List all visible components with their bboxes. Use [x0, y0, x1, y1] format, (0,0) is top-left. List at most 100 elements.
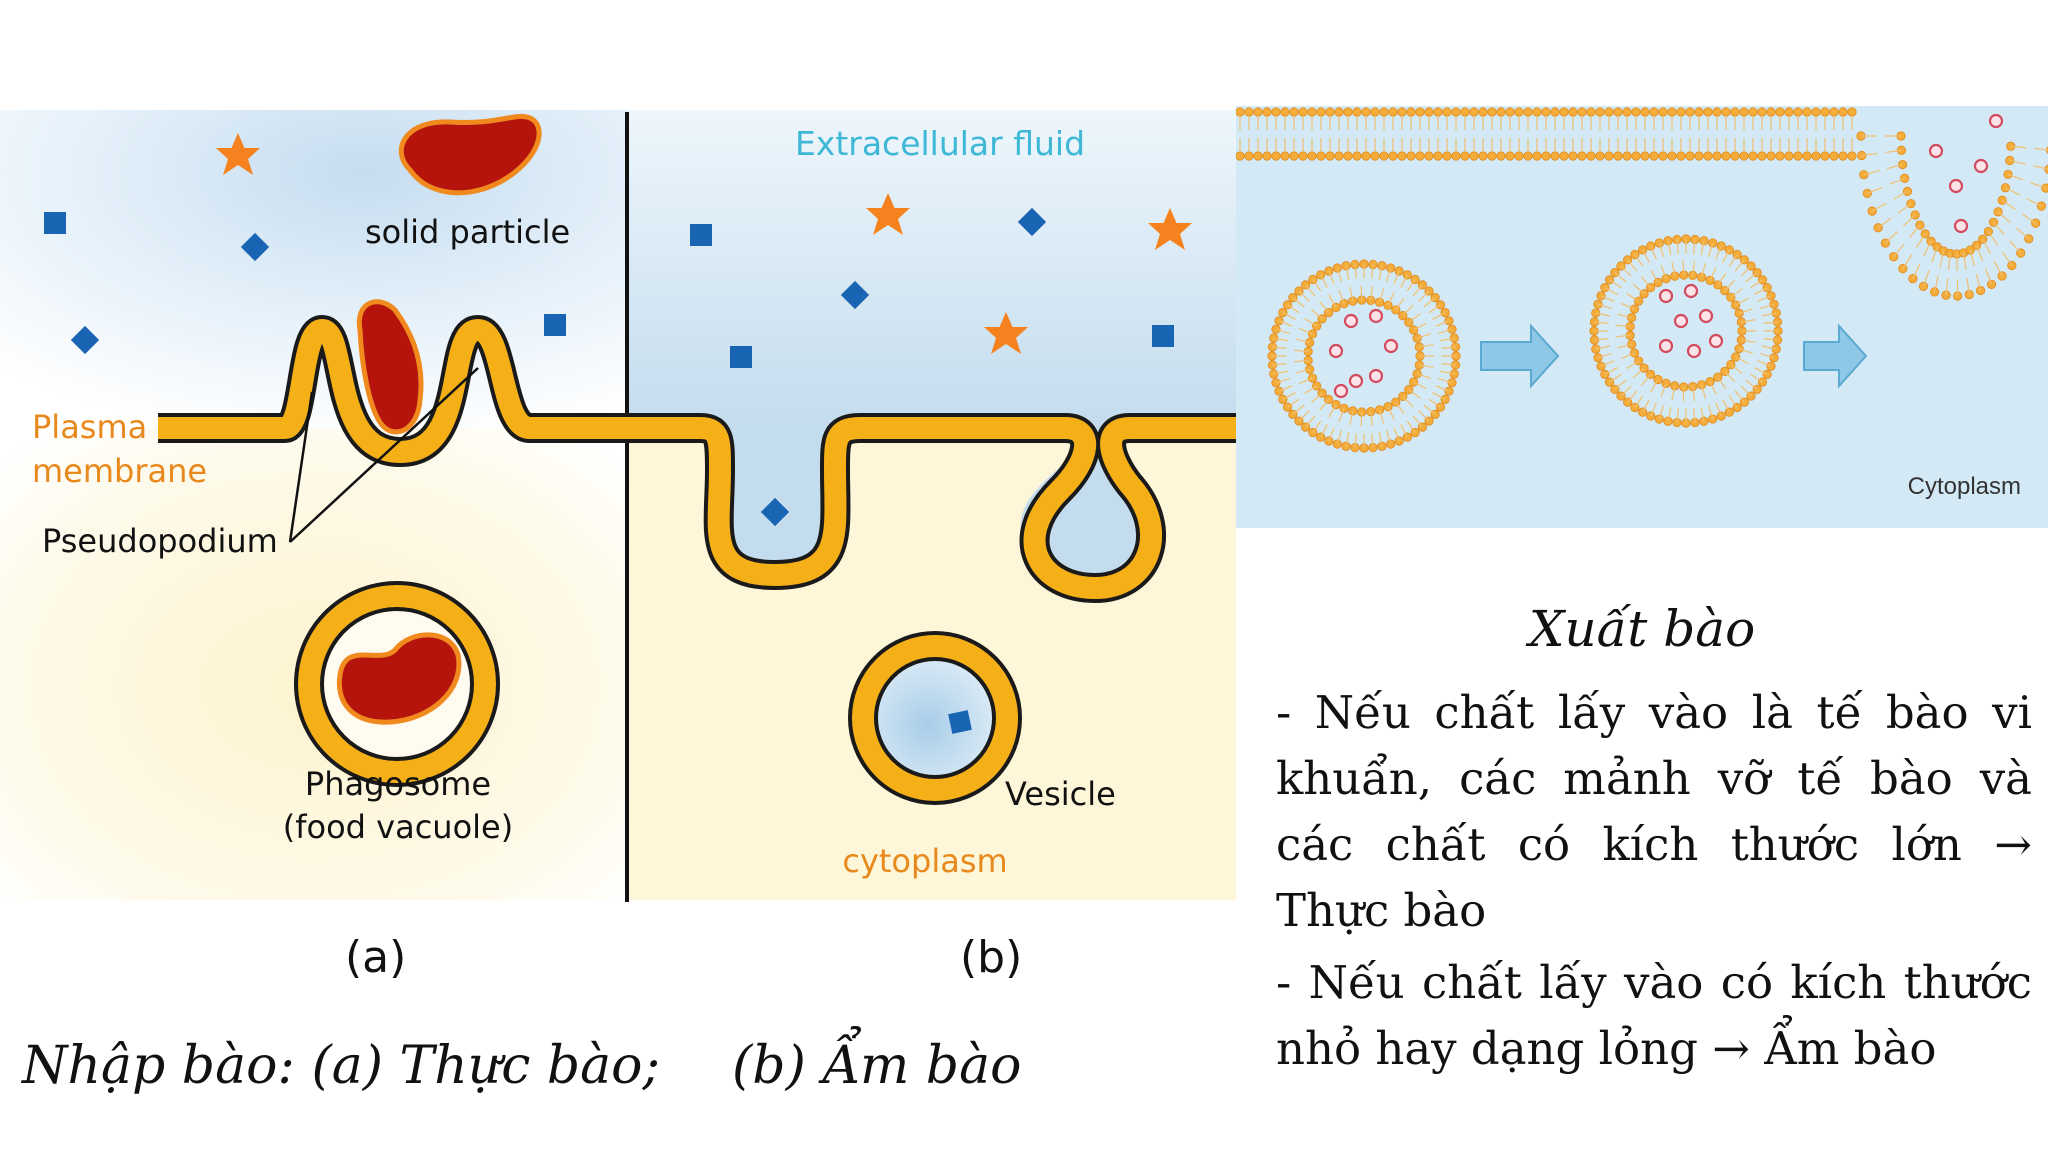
- lipid-head: [1596, 361, 1606, 371]
- lipid-tail: [1761, 345, 1777, 350]
- lipid-tail: [1615, 334, 1631, 338]
- lipid-tail: [1418, 410, 1430, 422]
- lipid-head: [1820, 107, 1830, 117]
- lipid-head: [1447, 378, 1457, 388]
- lipid-tail: [1682, 260, 1685, 276]
- lipid-tail: [1609, 279, 1622, 289]
- lipid-head: [1361, 151, 1371, 161]
- lipid-tail: [1298, 290, 1310, 302]
- lipid-head: [1236, 107, 1245, 117]
- lipid-tail: [1412, 284, 1423, 297]
- lipid-head: [1986, 279, 1997, 289]
- panel-b-label: (b): [960, 932, 1023, 983]
- lipid-head: [1663, 236, 1673, 246]
- lipid-tail: [1419, 364, 1434, 368]
- lipid-head: [1975, 285, 1986, 296]
- solid-particle: [398, 113, 542, 196]
- lipid-head: [1280, 107, 1290, 117]
- lipid-head: [1898, 159, 1908, 170]
- lipid-head: [1269, 369, 1279, 379]
- lipid-tail: [1439, 337, 1455, 342]
- phagosome: [294, 581, 500, 787]
- lipid-tail: [2021, 213, 2037, 224]
- lipid-tail: [1626, 292, 1639, 302]
- label-food-vacuole: (food vacuole): [283, 808, 513, 846]
- lipid-head: [1713, 280, 1723, 290]
- lipid-head: [1908, 273, 1918, 284]
- lipid-head: [1442, 107, 1452, 117]
- lipid-head: [1593, 299, 1603, 309]
- lipid-tail: [1349, 286, 1354, 302]
- lipid-head: [1696, 272, 1707, 282]
- lipid-tail: [1395, 297, 1405, 311]
- lipid-tail: [1692, 261, 1696, 276]
- lipid-tail: [1757, 295, 1772, 302]
- lipid-head: [1316, 270, 1326, 280]
- lipid-head: [1646, 411, 1656, 421]
- lipid-head: [1811, 107, 1821, 117]
- cargo-molecule: [1383, 338, 1399, 354]
- lipid-head: [1721, 107, 1731, 117]
- lipid-tail: [1982, 238, 1991, 255]
- lipid-tail: [1908, 224, 1921, 239]
- lipid-tail: [1757, 360, 1772, 367]
- lipid-head: [1838, 107, 1848, 117]
- lipid-tail: [1387, 292, 1395, 306]
- lipid-head: [1341, 261, 1351, 271]
- lipid-tail: [1395, 401, 1405, 415]
- lipid-head: [1444, 386, 1454, 396]
- lipid-head: [1591, 308, 1601, 318]
- lipid-head: [1739, 107, 1749, 117]
- lipid-tail: [1871, 202, 1887, 212]
- lipid-tail: [1402, 395, 1414, 408]
- lipid-head: [1631, 151, 1641, 161]
- lipid-head: [2000, 183, 2011, 193]
- lipid-tail: [1378, 265, 1383, 281]
- lipid-tail: [1275, 377, 1290, 384]
- bullet-pinocytosis: - Nếu chất lấy vào có kích thước nhỏ hay…: [1276, 956, 2032, 1075]
- lipid-tail: [1620, 352, 1635, 360]
- lipid-tail: [1594, 321, 1609, 324]
- lipid-head: [1332, 439, 1342, 449]
- lipid-head: [1414, 342, 1424, 352]
- lipid-head: [1236, 151, 1245, 161]
- lipid-tail: [1701, 263, 1707, 278]
- lipid-tail: [1701, 384, 1707, 399]
- lipid-tail: [1338, 408, 1345, 423]
- lipid-tail: [1273, 337, 1289, 342]
- lipid-tail: [2010, 145, 2027, 149]
- lipid-tail: [1987, 231, 1999, 246]
- lipid-tail: [2001, 251, 2013, 266]
- lipid-head: [1289, 107, 1299, 117]
- lipid-head: [1622, 107, 1632, 117]
- lipid-tail: [1692, 386, 1696, 401]
- lipid-head: [1730, 300, 1741, 310]
- lipid-tail: [1735, 356, 1749, 365]
- lipid-tail: [1273, 370, 1289, 375]
- lipid-tail: [1660, 264, 1667, 279]
- lipid-tail: [1760, 352, 1775, 359]
- lipid-head: [1802, 107, 1812, 117]
- lipid-head: [1586, 151, 1596, 161]
- lipid-head: [1444, 316, 1454, 326]
- lipid-tail: [1432, 392, 1446, 400]
- lipid-head: [1732, 249, 1742, 260]
- lipid-head: [1496, 107, 1506, 117]
- lipid-head: [1334, 107, 1344, 117]
- lipid-head: [1274, 386, 1284, 396]
- lipid-tail: [1360, 285, 1363, 301]
- lipid-head: [1802, 151, 1812, 161]
- lipid-head: [1629, 348, 1640, 358]
- lipid-head: [1550, 107, 1560, 117]
- lipid-head: [1847, 151, 1857, 161]
- label-phagosome: Phagosome: [305, 765, 491, 803]
- lipid-tail: [1614, 272, 1627, 283]
- lipid-head: [1271, 151, 1281, 161]
- lipid-tail: [1597, 352, 1612, 359]
- lipid-tail: [1947, 253, 1951, 271]
- label-cytoplasm-exocytosis: Cytoplasm: [1908, 473, 2021, 500]
- lipid-head: [1271, 107, 1281, 117]
- lipid-head: [1736, 335, 1746, 345]
- lipid-head: [1274, 316, 1284, 326]
- lipid-tail: [1345, 265, 1350, 281]
